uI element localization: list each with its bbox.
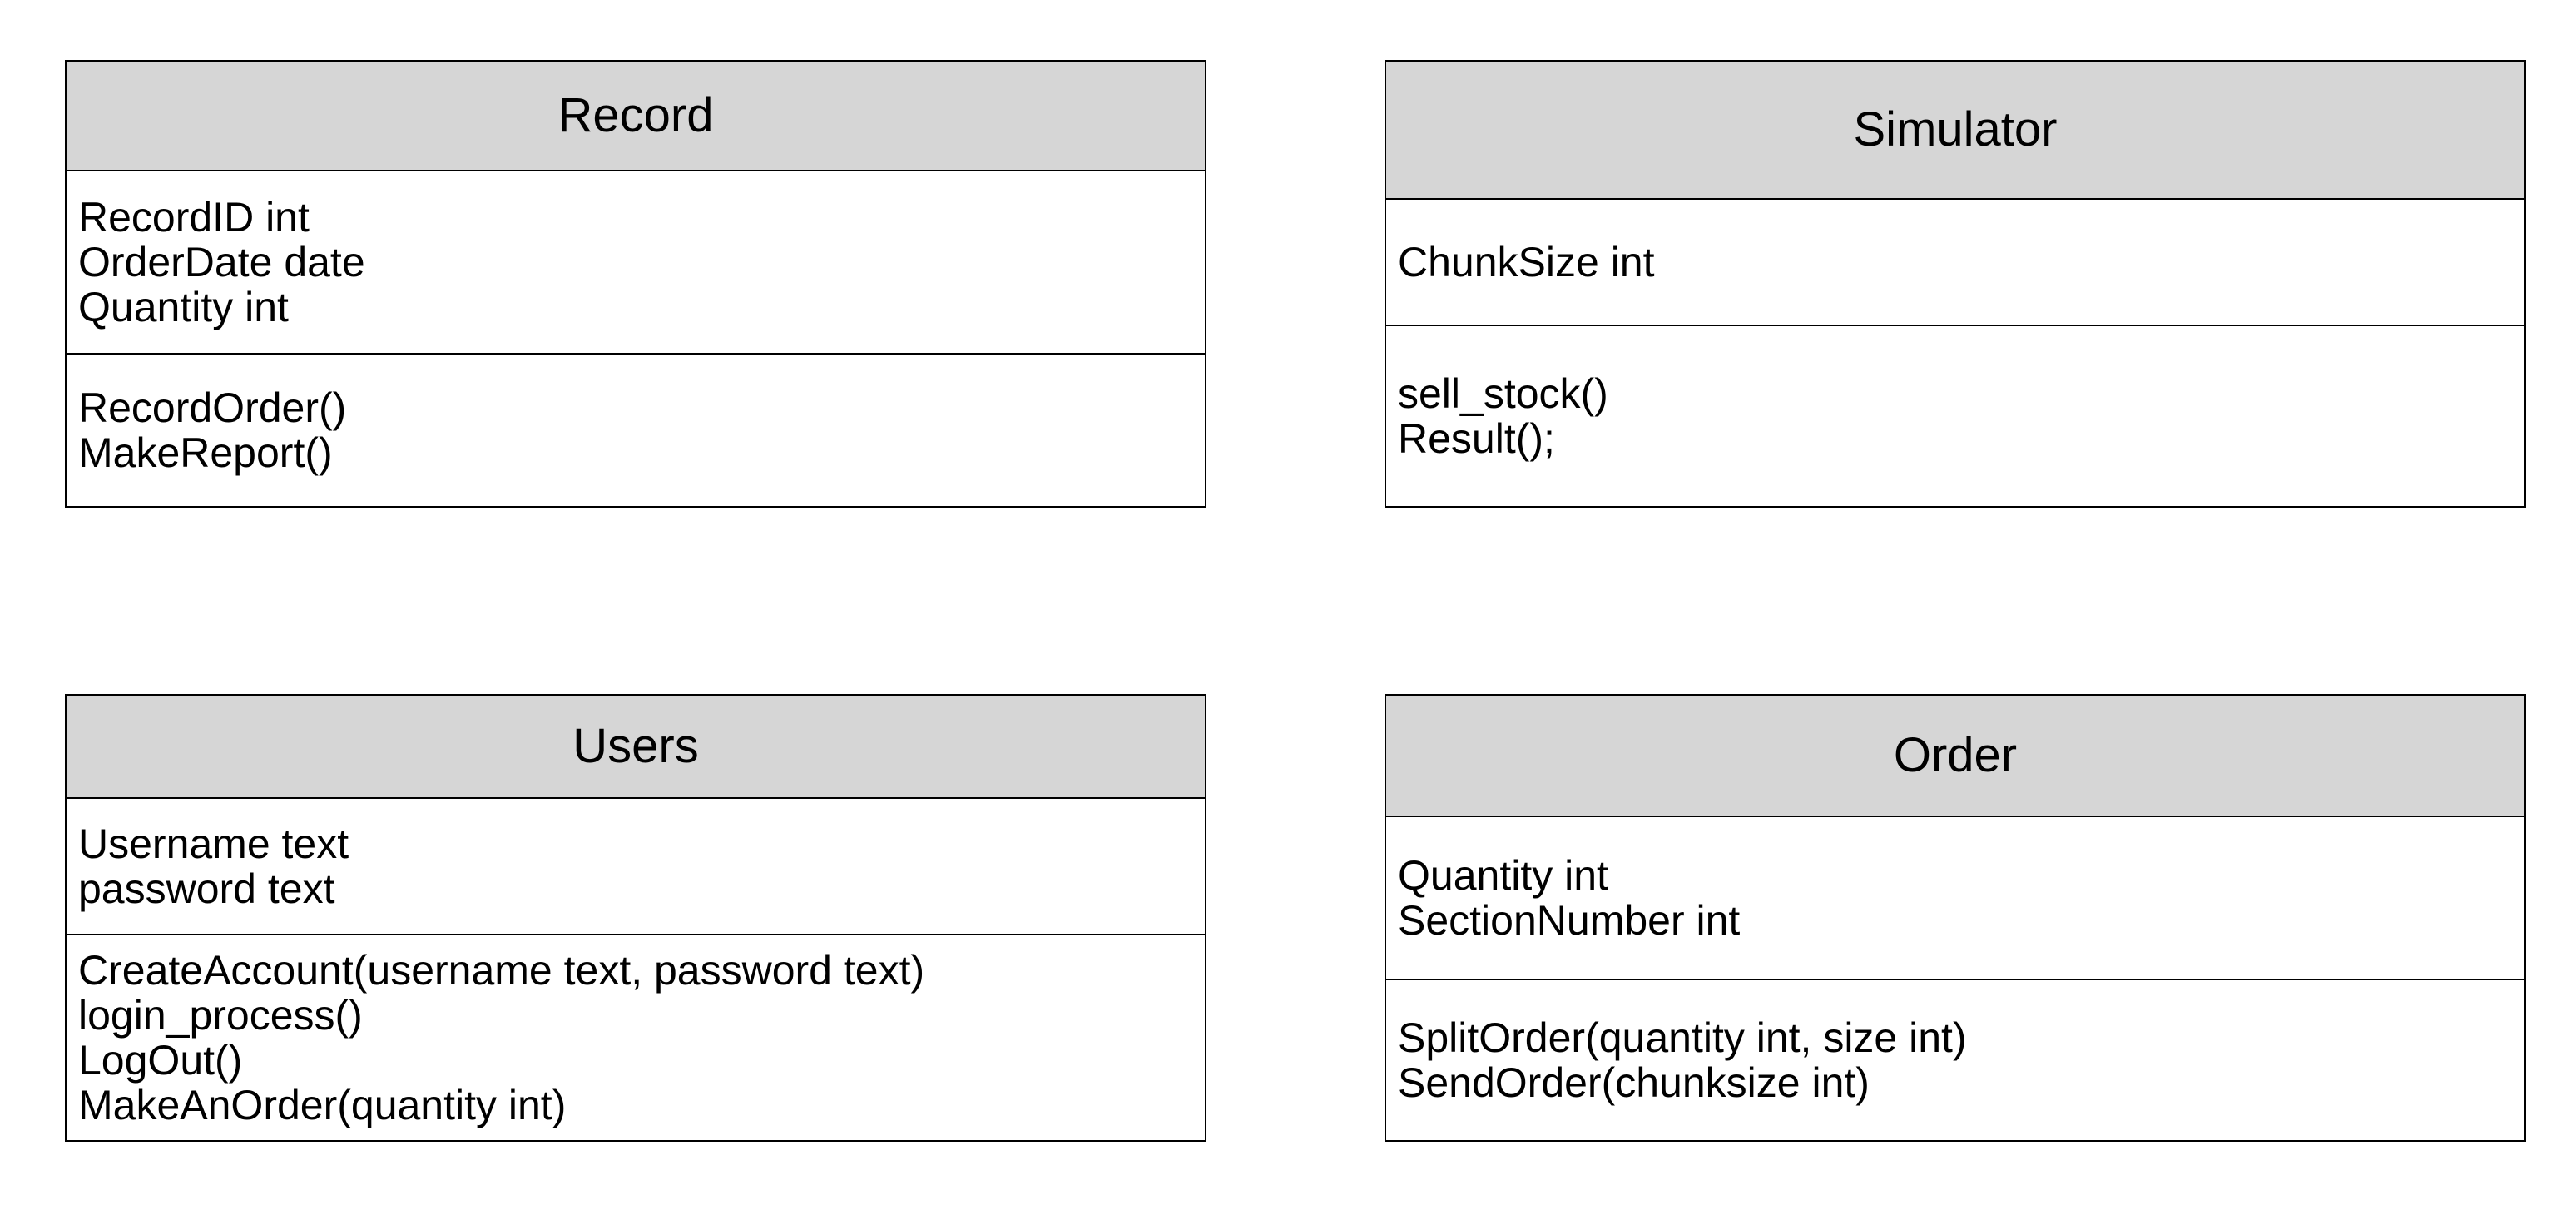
- class-users-methods: CreateAccount(username text, password te…: [67, 935, 1205, 1140]
- class-users: Users Username text password text Create…: [65, 694, 1206, 1142]
- attribute: Quantity int: [78, 284, 289, 330]
- class-simulator-name: Simulator: [1386, 62, 2524, 200]
- class-simulator-attributes: ChunkSize int: [1386, 200, 2524, 326]
- class-order: Order Quantity int SectionNumber int Spl…: [1385, 694, 2526, 1142]
- attribute: ChunkSize int: [1398, 239, 1655, 285]
- method: LogOut(): [78, 1037, 243, 1084]
- class-order-methods: SplitOrder(quantity int, size int) SendO…: [1386, 980, 2524, 1140]
- method: SendOrder(chunksize int): [1398, 1059, 1870, 1106]
- class-record-methods: RecordOrder() MakeReport(): [67, 355, 1205, 506]
- method: sell_stock(): [1398, 370, 1608, 417]
- class-users-name: Users: [67, 696, 1205, 799]
- class-record: Record RecordID int OrderDate date Quant…: [65, 60, 1206, 508]
- class-users-attributes: Username text password text: [67, 799, 1205, 935]
- attribute: SectionNumber int: [1398, 897, 1741, 944]
- class-order-name: Order: [1386, 696, 2524, 817]
- class-simulator-methods: sell_stock() Result();: [1386, 326, 2524, 506]
- attribute: password text: [78, 865, 335, 912]
- class-simulator: Simulator ChunkSize int sell_stock() Res…: [1385, 60, 2526, 508]
- class-record-attributes: RecordID int OrderDate date Quantity int: [67, 171, 1205, 355]
- class-record-name: Record: [67, 62, 1205, 171]
- method: RecordOrder(): [78, 384, 347, 431]
- method: MakeAnOrder(quantity int): [78, 1082, 567, 1128]
- attribute: RecordID int: [78, 194, 310, 241]
- attribute: OrderDate date: [78, 239, 365, 285]
- method: SplitOrder(quantity int, size int): [1398, 1014, 1967, 1061]
- attribute: Quantity int: [1398, 852, 1608, 899]
- method: MakeReport(): [78, 429, 333, 476]
- method: Result();: [1398, 415, 1555, 462]
- method: CreateAccount(username text, password te…: [78, 947, 925, 994]
- method: login_process(): [78, 992, 363, 1039]
- attribute: Username text: [78, 821, 349, 867]
- class-order-attributes: Quantity int SectionNumber int: [1386, 817, 2524, 980]
